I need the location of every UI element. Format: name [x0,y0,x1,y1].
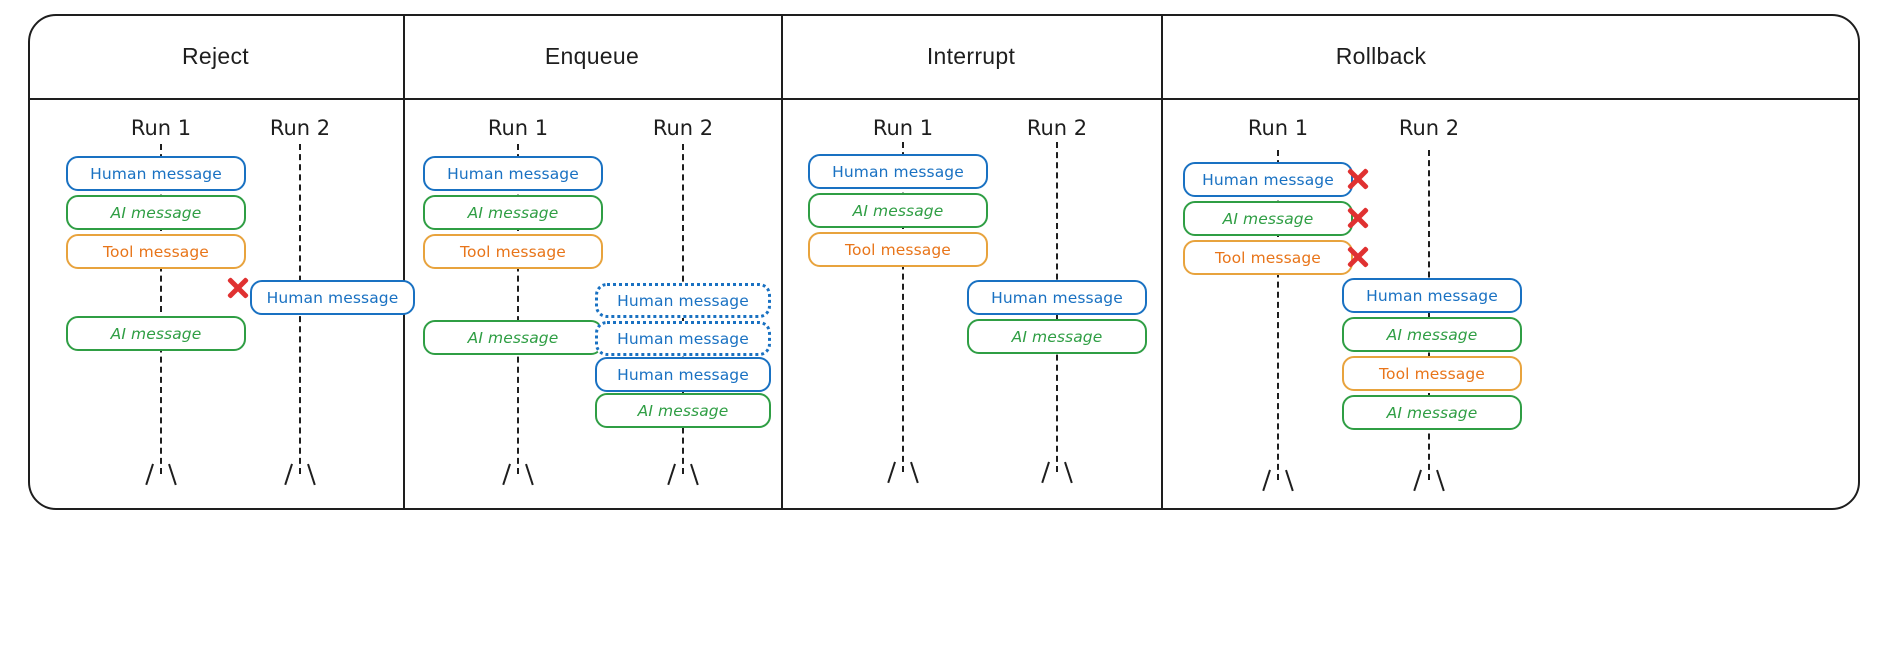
message-human: Human message [66,156,246,191]
down-arrow-icon [887,461,919,484]
message-ai: AI message [423,195,603,230]
down-arrow-icon [1041,461,1073,484]
run-label: Run 1 [1247,116,1309,140]
panel-title-interrupt: Interrupt [926,42,1016,69]
panel-body-enqueue: Run 1 Human message AI message Tool mess… [403,98,781,510]
message-human: Human message [808,154,988,189]
run-label: Run 2 [652,116,714,140]
panel-body-reject: Run 1 Human message AI message Tool mess… [28,98,415,510]
panel-rollback: Rollback Run 1 Human message AI message … [1161,14,1860,510]
lifeline [160,144,162,474]
message-human: Human message [595,357,771,392]
panel-enqueue: Enqueue Run 1 Human message AI message T… [403,14,781,510]
run-label: Run 2 [1026,116,1088,140]
message-tool: Tool message [808,232,988,267]
panel-divider-1 [403,14,406,510]
enqueue-run2-column: Run 2 Human message Human message Human … [593,98,783,510]
message-tool: Tool message [66,234,246,269]
reject-run1-column: Run 1 Human message AI message Tool mess… [66,98,256,510]
message-human: Human message [250,280,415,315]
message-ai: AI message [66,195,246,230]
message-human-queued: Human message [595,283,771,318]
message-ai: AI message [1183,201,1353,236]
panel-title-reject: Reject [182,42,249,69]
lifeline [517,144,519,474]
panel-reject: Reject Run 1 Human message AI message To… [28,14,415,510]
run-label: Run 2 [269,116,331,140]
run-label: Run 2 [1398,116,1460,140]
header-divider [28,98,1860,101]
message-ai: AI message [808,193,988,228]
interrupt-run2-column: Run 2 Human message AI message [967,98,1163,510]
red-x-icon [225,275,251,301]
run-label: Run 1 [130,116,192,140]
message-human: Human message [967,280,1147,315]
down-arrow-icon [145,463,177,486]
panel-interrupt: Interrupt Run 1 Human message AI message… [781,14,1161,510]
message-human: Human message [1183,162,1353,197]
run-label: Run 1 [872,116,934,140]
panel-body-rollback: Run 1 Human message AI message Tool mess… [1161,98,1860,510]
panel-body-interrupt: Run 1 Human message AI message Tool mess… [781,98,1161,510]
message-ai: AI message [967,319,1147,354]
message-tool: Tool message [423,234,603,269]
lifeline [902,142,904,472]
panel-title-rollback: Rollback [1335,42,1427,69]
reject-run2-column: Run 2 Human message [227,98,415,510]
run-label: Run 1 [487,116,549,140]
message-ai: AI message [595,393,771,428]
message-ai: AI message [1342,317,1522,352]
message-human: Human message [423,156,603,191]
panel-divider-3 [1161,14,1164,510]
rollback-run2-column: Run 2 Human message AI message Tool mess… [1342,98,1546,510]
message-tool: Tool message [1342,356,1522,391]
message-ai: AI message [423,320,603,355]
enqueue-run1-column: Run 1 Human message AI message Tool mess… [423,98,613,510]
message-ai: AI message [1342,395,1522,430]
down-arrow-icon [284,463,316,486]
message-tool: Tool message [1183,240,1353,275]
interrupt-run1-column: Run 1 Human message AI message Tool mess… [808,98,998,510]
message-human-queued: Human message [595,321,771,356]
rollback-run1-column: Run 1 Human message AI message Tool mess… [1183,98,1373,510]
down-arrow-icon [1413,469,1445,492]
panel-divider-2 [781,14,784,510]
panel-title-enqueue: Enqueue [544,42,640,69]
message-ai: AI message [66,316,246,351]
down-arrow-icon [502,463,534,486]
message-human: Human message [1342,278,1522,313]
lifeline [1277,150,1279,480]
down-arrow-icon [667,463,699,486]
lifeline [1428,150,1430,480]
down-arrow-icon [1262,469,1294,492]
diagram-outer-frame [28,14,1860,510]
